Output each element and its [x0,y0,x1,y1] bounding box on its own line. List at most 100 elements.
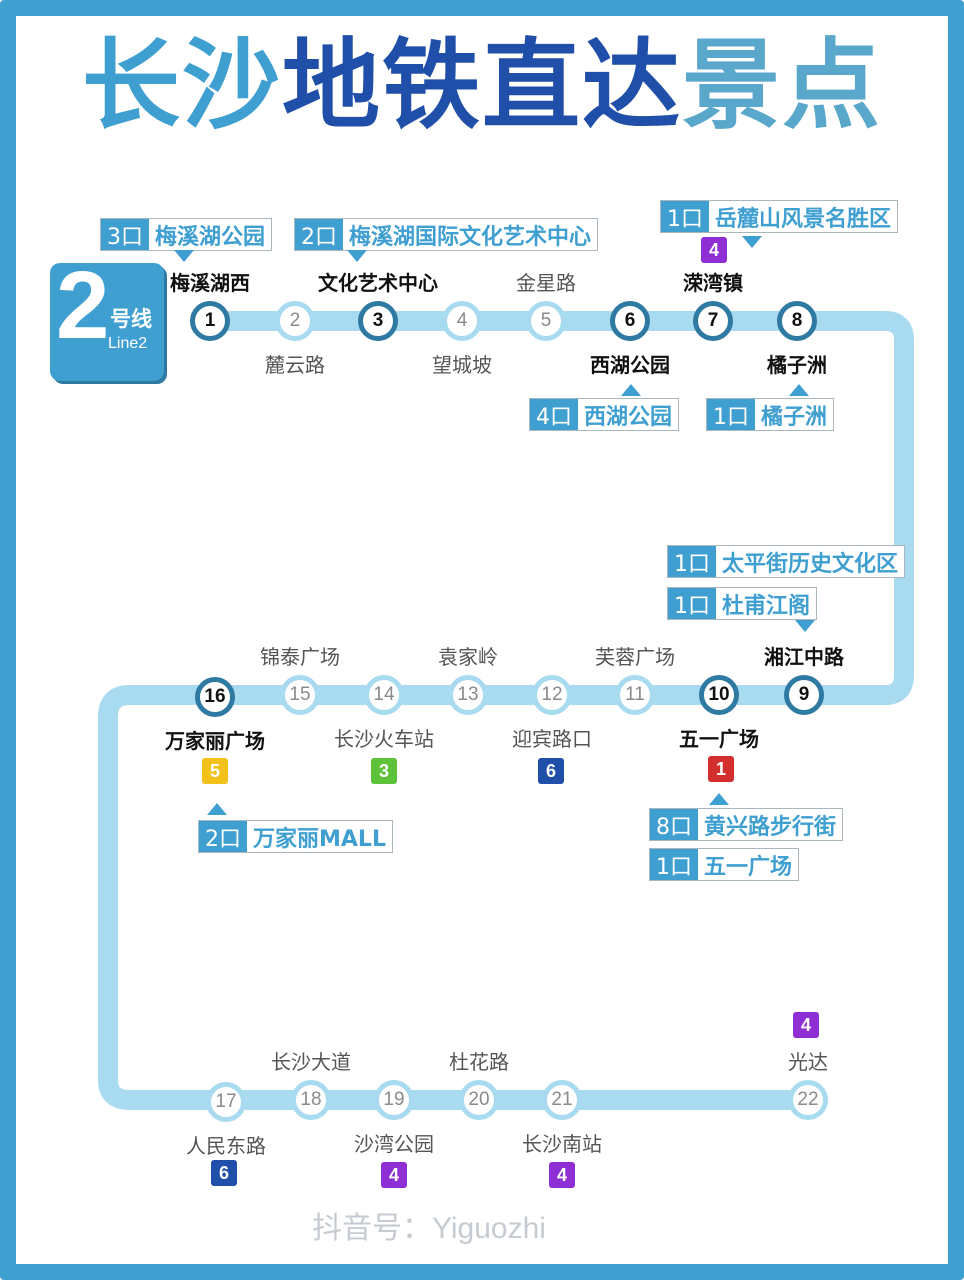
station-10: 10 [699,675,739,715]
station-3: 3 [358,301,398,341]
station-name-2: 麓云路 [265,353,325,377]
station-name-9: 湘江中路 [764,645,844,669]
station-name-16: 万家丽广场 [165,729,265,753]
pointer-arrow-icon [789,384,809,396]
poster-title: 长沙地铁直达景点 [0,28,964,146]
line-number: 2 [56,252,110,359]
station-5: 5 [526,301,566,341]
station-name-8: 橘子洲 [767,353,827,377]
station-11: 11 [615,675,655,715]
exit-callout: 1口太平街历史文化区 [667,545,906,578]
exit-gate: 1口 [707,399,755,430]
exit-attraction: 梅溪湖公园 [149,219,272,250]
exit-callout: 4口西湖公园 [529,398,680,431]
station-name-17: 人民东路 [186,1134,266,1158]
pointer-arrow-icon [742,236,762,248]
station-16: 16 [195,677,235,717]
station-12: 12 [532,675,572,715]
line-label: 号线 [110,307,152,331]
station-name-10: 五一广场 [679,727,759,751]
exit-callout: 1口杜甫江阁 [667,587,818,620]
station-17: 17 [206,1082,246,1122]
exit-callout: 2口万家丽MALL [198,820,393,853]
transfer-line-4-badge: 4 [549,1162,575,1188]
exit-gate: 1口 [661,201,709,232]
station-14: 14 [364,675,404,715]
station-name-11: 芙蓉广场 [595,645,675,669]
pointer-arrow-icon [347,250,367,262]
station-22: 22 [788,1080,828,1120]
station-name-21: 长沙南站 [522,1132,602,1156]
title-part-2: 地铁直达 [281,29,682,143]
exit-attraction: 岳麓山风景名胜区 [709,201,898,232]
station-name-22: 光达 [788,1050,828,1074]
station-name-3: 文化艺术中心 [318,271,438,295]
station-7: 7 [693,301,733,341]
station-name-4: 望城坡 [432,353,492,377]
transfer-line-5-badge: 5 [202,758,228,784]
exit-callout: 8口黄兴路步行街 [649,808,844,841]
transfer-line-4-badge: 4 [793,1012,819,1038]
exit-attraction: 万家丽MALL [247,821,392,852]
station-13: 13 [448,675,488,715]
exit-gate: 1口 [668,588,716,619]
line-english: Line2 [108,335,148,352]
station-2: 2 [275,301,315,341]
transfer-line-6-badge: 6 [211,1160,237,1186]
station-21: 21 [542,1080,582,1120]
station-name-15: 锦泰广场 [260,645,340,669]
line2-badge: 2 号线 Line2 [50,252,164,381]
pointer-arrow-icon [174,250,194,262]
station-name-6: 西湖公园 [590,353,670,377]
exit-attraction: 梅溪湖国际文化艺术中心 [343,219,598,250]
station-18: 18 [291,1080,331,1120]
exit-attraction: 杜甫江阁 [716,588,817,619]
station-6: 6 [610,301,650,341]
transfer-line-4-badge: 4 [381,1162,407,1188]
transfer-line-6-badge: 6 [538,758,564,784]
route-line [98,311,914,1110]
exit-callout: 1口五一广场 [649,848,800,881]
exit-attraction: 西湖公园 [578,399,679,430]
pointer-arrow-icon [795,620,815,632]
station-name-12: 迎宾路口 [512,727,592,751]
station-19: 19 [374,1080,414,1120]
exit-attraction: 五一广场 [698,849,799,880]
station-name-14: 长沙火车站 [334,727,434,751]
pointer-arrow-icon [709,793,729,805]
station-name-13: 袁家岭 [438,645,498,669]
station-20: 20 [459,1080,499,1120]
exit-attraction: 黄兴路步行街 [698,809,843,840]
title-part-3: 景点 [682,29,883,143]
exit-gate: 1口 [650,849,698,880]
station-name-7: 溁湾镇 [683,271,743,295]
exit-gate: 1口 [668,546,716,577]
exit-callout: 1口岳麓山风景名胜区 [660,200,899,233]
transfer-line-3-badge: 3 [371,758,397,784]
exit-callout: 1口橘子洲 [706,398,835,431]
station-8: 8 [777,301,817,341]
exit-gate: 3口 [101,219,149,250]
exit-gate: 8口 [650,809,698,840]
station-name-1: 梅溪湖西 [170,271,250,295]
pointer-arrow-icon [207,803,227,815]
station-1: 1 [190,301,230,341]
station-name-20: 杜花路 [449,1050,509,1074]
station-name-5: 金星路 [516,271,576,295]
transfer-line-1-badge: 1 [708,756,734,782]
exit-attraction: 太平街历史文化区 [716,546,905,577]
station-name-19: 沙湾公园 [354,1132,434,1156]
station-name-18: 长沙大道 [271,1050,351,1074]
exit-callout: 3口梅溪湖公园 [100,218,273,251]
exit-gate: 2口 [295,219,343,250]
exit-gate: 2口 [199,821,247,852]
exit-callout: 2口梅溪湖国际文化艺术中心 [294,218,599,251]
pointer-arrow-icon [621,384,641,396]
transfer-line-4-badge: 4 [701,237,727,263]
exit-gate: 4口 [530,399,578,430]
station-9: 9 [784,675,824,715]
watermark: 抖音号：Yiguozhi [312,1212,546,1245]
station-15: 15 [280,675,320,715]
title-part-1: 长沙 [81,29,282,143]
